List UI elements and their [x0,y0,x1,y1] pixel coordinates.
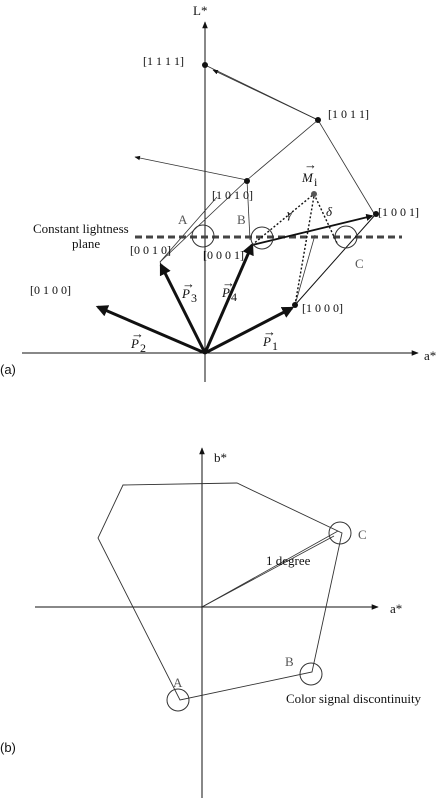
edge-1010-out [134,155,248,181]
angle-label: 1 degree [266,553,311,568]
point-b-circle-panel-a [250,226,274,250]
vector-mi [294,195,315,306]
svg-text:4: 4 [231,290,237,304]
vertex-1011 [315,117,321,123]
label-mi: M i → [301,157,318,189]
a-axis-label-panel-b: a* [390,601,402,616]
vertex-1001 [373,211,379,217]
label-p2: P 2 → [130,326,146,355]
svg-text:→: → [263,324,276,339]
vertex-label-0100: [0 1 0 0] [30,283,71,297]
panel-b-tag: (b) [0,740,16,755]
svg-text:3: 3 [191,291,197,305]
point-a-circle-panel-a [191,224,215,248]
panel-a: (a) L* a* [1 1 1 1] [1 0 1 1] [1 0 1 0] … [0,3,436,382]
point-c-circle-panel-b [328,521,352,545]
point-b-label-panel-a: B [237,212,246,227]
svg-text:P: P [221,285,230,300]
panel-a-tag: (a) [0,362,16,377]
vector-p4 [203,242,254,354]
point-a-circle-panel-b [166,688,190,712]
edge-1000-to-1001 [294,214,376,306]
gamut-hexagon [97,482,343,701]
vertex-1010 [244,178,250,184]
point-c-label-panel-a: C [355,256,364,271]
label-p1: P 1 → [262,324,278,353]
vertex-label-1000: [1 0 0 0] [302,301,343,315]
point-a-label-panel-b: A [173,675,183,690]
svg-text:→: → [131,326,144,341]
angle-delta-label: δ [326,204,333,219]
vertex-label-1001: [1 0 0 1] [378,205,419,219]
point-c-circle-panel-a [334,225,358,249]
a-axis-label-panel-a: a* [424,348,436,363]
edge-to-1111 [212,69,319,121]
vertex-mi [311,191,317,197]
point-a-label-panel-a: A [178,212,188,227]
point-b-circle-panel-b [299,662,323,686]
svg-text:→: → [304,157,317,172]
label-p4: P 4 → [221,275,237,304]
vertex-label-0010: [0 0 1 0] [130,243,171,257]
ray-1 [201,530,339,608]
vector-0001-to-1001 [251,213,374,246]
svg-text:P: P [181,286,190,301]
svg-text:i: i [314,175,318,189]
discontinuity-note: Color signal discontinuity [286,691,422,706]
vector-p2 [95,305,206,355]
panel-b: (b) b* a* A B C 1 degree Color signal di… [0,447,422,798]
plane-label-line1: Constant lightness [33,221,129,236]
ray-2 [201,535,335,608]
svg-text:M: M [301,170,314,185]
svg-text:P: P [262,334,271,349]
vertex-label-1010: [1 0 1 0] [212,188,253,202]
label-p3: P 3 → [181,276,197,305]
vertex-1111 [202,62,208,68]
vertex-1000 [292,302,298,308]
vector-p3 [159,262,207,354]
svg-text:2: 2 [140,341,146,355]
point-c-label-panel-b: C [358,527,367,542]
svg-text:→: → [222,275,235,290]
svg-text:1: 1 [272,339,278,353]
svg-text:→: → [182,276,195,291]
b-axis-label: b* [214,450,227,465]
vertex-label-1111: [1 1 1 1] [143,54,184,68]
vertex-label-0001: [0 0 0 1] [203,248,244,262]
vector-p1 [204,306,295,355]
plane-label-line2: plane [72,236,100,251]
vertex-label-1011: [1 0 1 1] [328,107,369,121]
angle-gamma-label: γ [287,206,293,221]
point-b-label-panel-b: B [285,654,294,669]
svg-text:P: P [130,336,139,351]
l-axis-label: L* [193,3,207,18]
